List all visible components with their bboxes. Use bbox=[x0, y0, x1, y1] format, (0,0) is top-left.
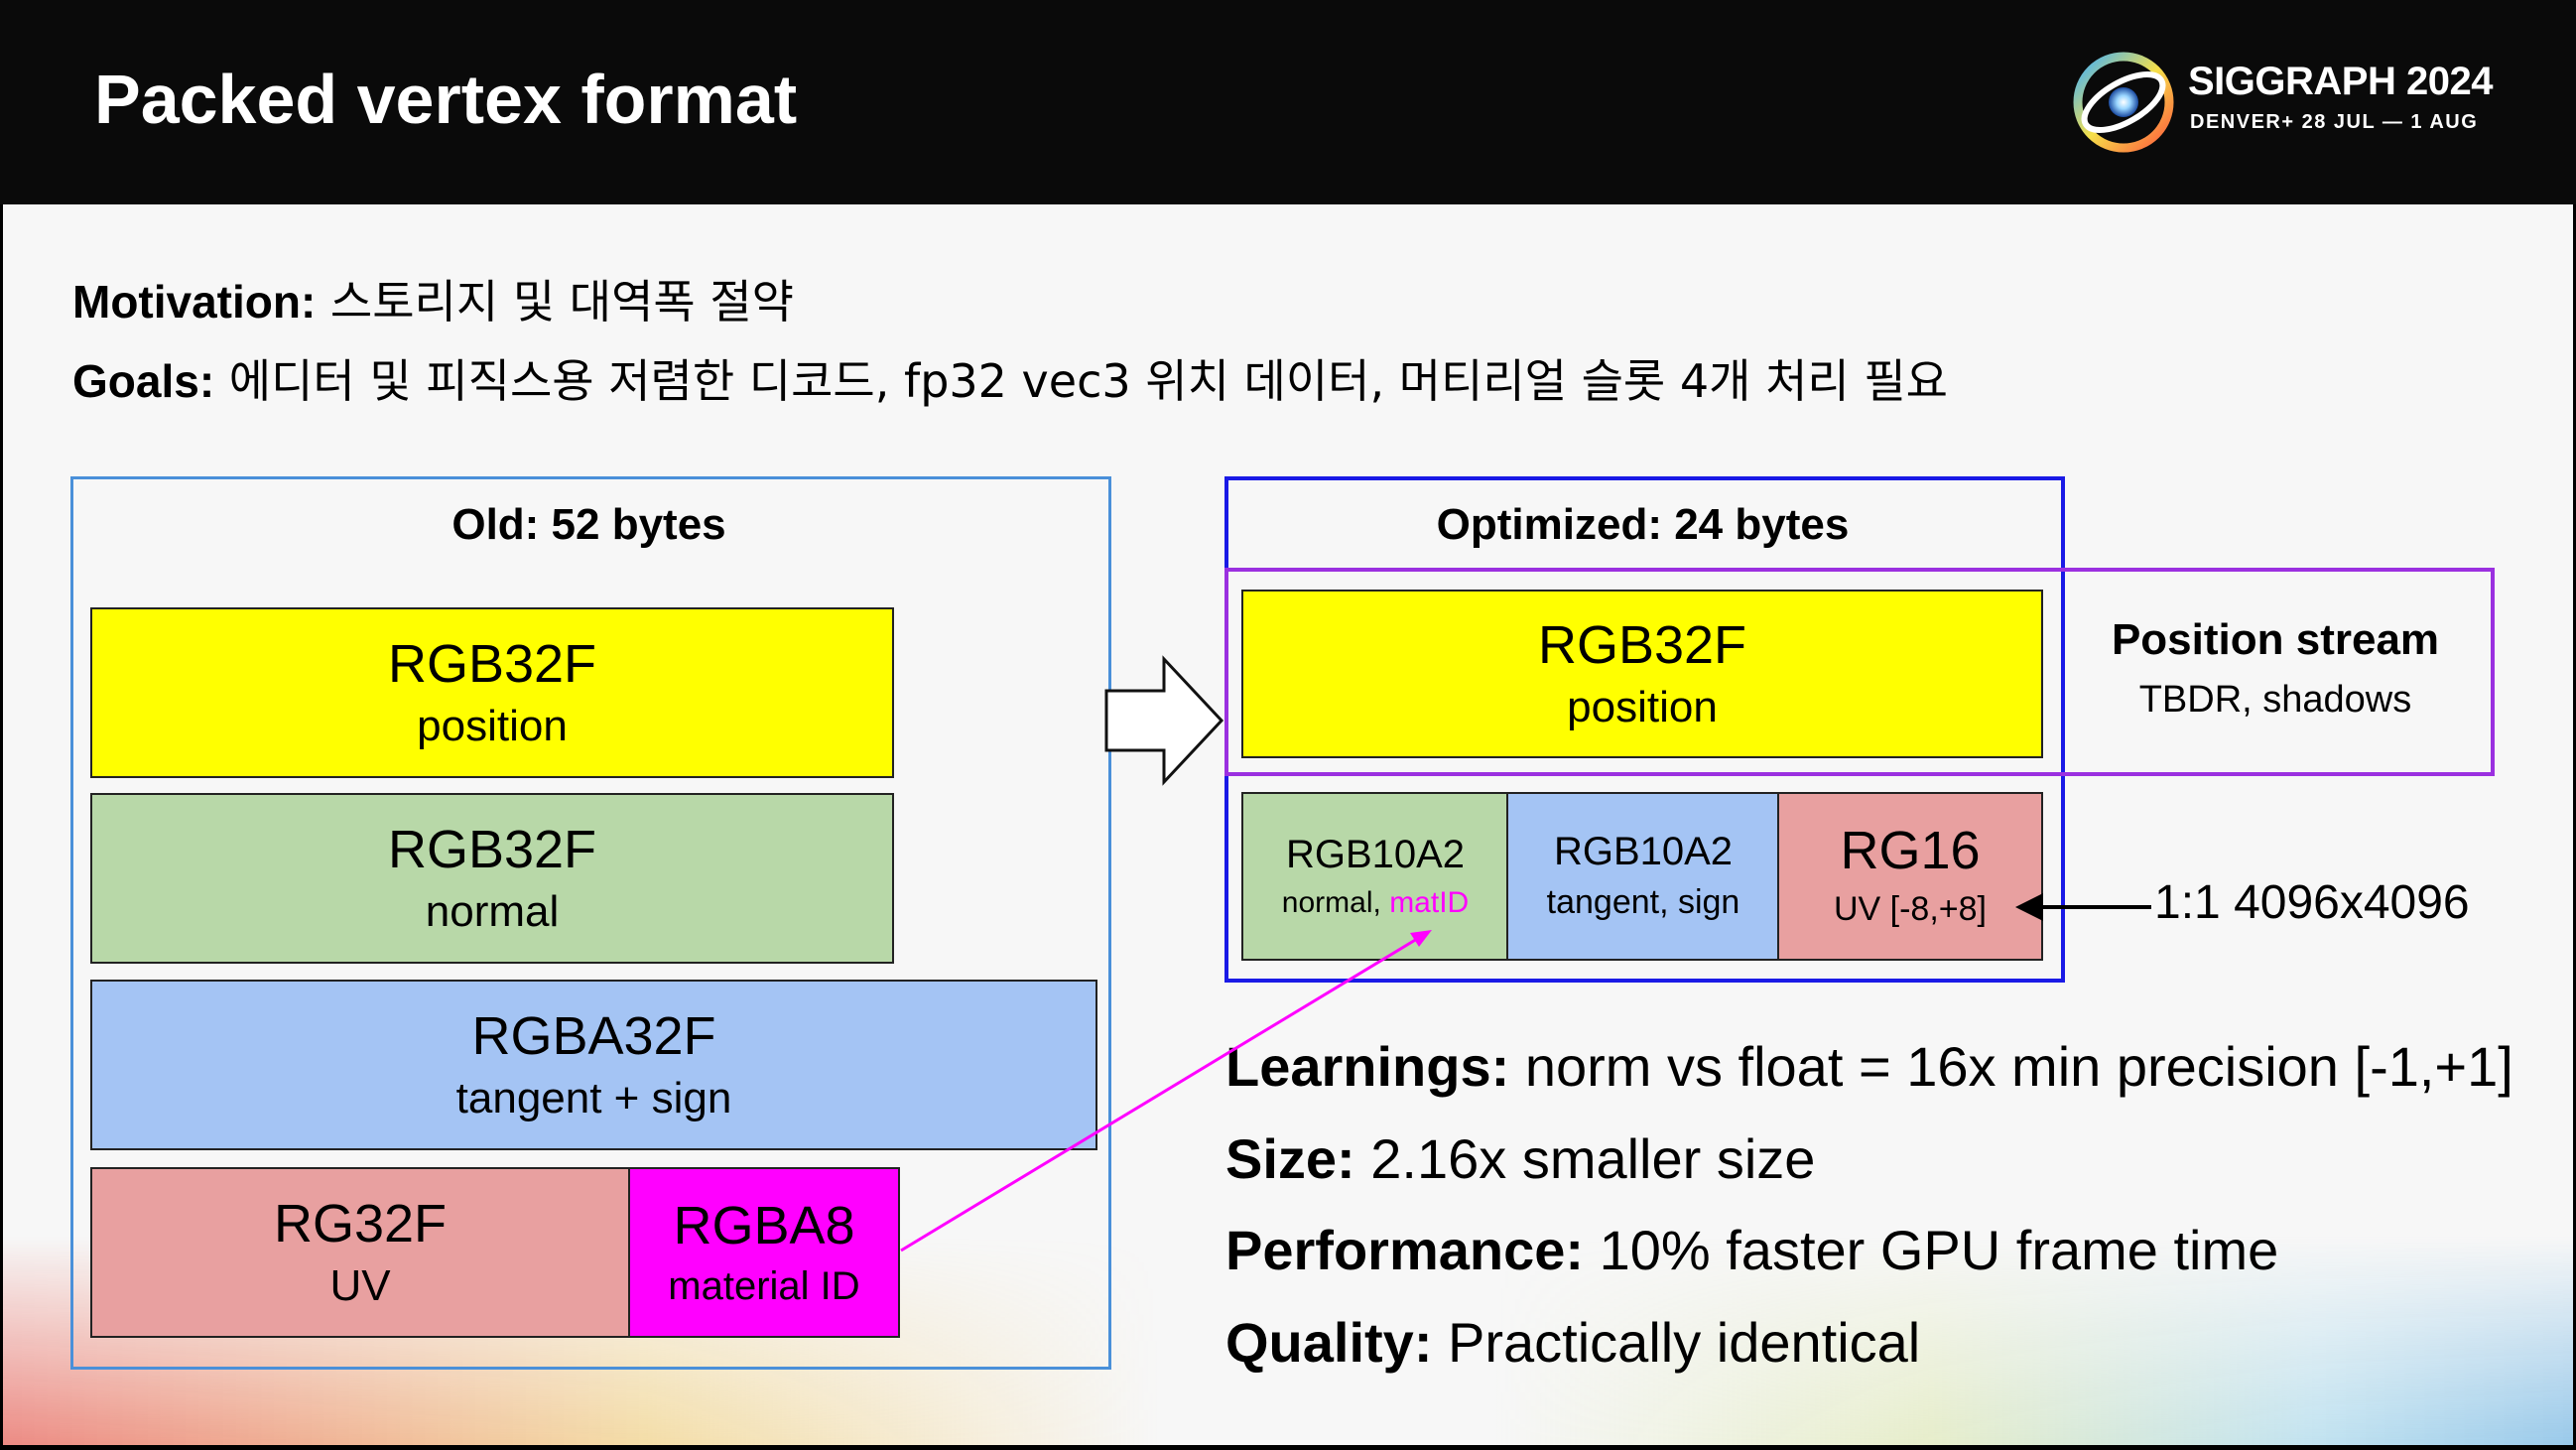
siggraph-logo: SIGGRAPH 2024 DENVER+ 28 JUL — 1 AUG bbox=[2069, 48, 2525, 157]
matid-link-arrowhead bbox=[1410, 930, 1432, 947]
opt-tangent-field: RGB10A2 tangent, sign bbox=[1506, 792, 1780, 961]
performance-note: Performance: 10% faster GPU frame time bbox=[1225, 1218, 2278, 1282]
conversion-arrow bbox=[1104, 655, 1224, 786]
learnings-text: norm vs float = 16x min precision [-1,+1… bbox=[1524, 1035, 2513, 1098]
opt-normal-sublabel: normal, matID bbox=[1282, 880, 1469, 925]
opt-uv-field: RG16 UV [-8,+8] bbox=[1777, 792, 2043, 961]
goals-label: Goals: bbox=[72, 355, 215, 407]
opt-position-label: position bbox=[1567, 683, 1718, 732]
siggraph-emblem-icon bbox=[2073, 52, 2174, 153]
goals-text: 에디터 및 피직스용 저렴한 디코드, fp32 vec3 위치 데이터, 머티… bbox=[228, 354, 1948, 408]
opt-position-field: RGB32F position bbox=[1241, 590, 2043, 758]
size-label: Size: bbox=[1225, 1127, 1355, 1190]
position-stream-title: Position stream bbox=[2111, 615, 2440, 664]
old-format-panel bbox=[70, 476, 1111, 1370]
uv-note-arrowhead bbox=[2015, 893, 2043, 921]
opt-normal-label: normal, bbox=[1281, 885, 1381, 919]
siggraph-logo-title: SIGGRAPH 2024 bbox=[2188, 60, 2493, 103]
old-tangent-field: RGBA32F tangent + sign bbox=[90, 980, 1097, 1150]
old-material-id-field: RGBA8 material ID bbox=[628, 1167, 900, 1338]
performance-text: 10% faster GPU frame time bbox=[1599, 1219, 2279, 1281]
matid-link-line bbox=[900, 937, 1418, 1252]
old-tangent-label: tangent + sign bbox=[455, 1074, 732, 1123]
old-position-label: position bbox=[417, 702, 568, 751]
old-uv-field: RG32F UV bbox=[90, 1167, 630, 1338]
old-format-title: Old: 52 bytes bbox=[451, 500, 726, 549]
old-material-id-label: material ID bbox=[668, 1263, 860, 1308]
old-position-field: RGB32F position bbox=[90, 607, 894, 778]
opt-tangent-format: RGB10A2 bbox=[1553, 829, 1734, 873]
slide-title: Packed vertex format bbox=[94, 61, 798, 138]
motivation-line: Motivation: 스토리지 및 대역폭 절약 bbox=[72, 266, 794, 331]
diagram-connectors bbox=[900, 655, 2151, 1252]
motivation-label: Motivation: bbox=[72, 276, 317, 328]
old-normal-label: normal bbox=[425, 887, 560, 937]
size-note: Size: 2.16x smaller size bbox=[1225, 1126, 1815, 1191]
learnings-note: Learnings: norm vs float = 16x min preci… bbox=[1225, 1034, 2513, 1099]
learnings-label: Learnings: bbox=[1225, 1035, 1510, 1098]
performance-label: Performance: bbox=[1225, 1219, 1585, 1281]
old-material-id-format: RGBA8 bbox=[673, 1196, 855, 1256]
opt-uv-label: UV [-8,+8] bbox=[1833, 890, 1987, 929]
old-uv-label: UV bbox=[329, 1261, 391, 1311]
uv-resolution-note: 1:1 4096x4096 bbox=[2154, 876, 2470, 929]
quality-label: Quality: bbox=[1225, 1311, 1433, 1374]
goals-line: Goals: 에디터 및 피직스용 저렴한 디코드, fp32 vec3 위치 … bbox=[72, 345, 1948, 411]
size-text: 2.16x smaller size bbox=[1370, 1127, 1816, 1190]
opt-tangent-label: tangent, sign bbox=[1546, 882, 1740, 921]
opt-normal-format: RGB10A2 bbox=[1285, 832, 1466, 876]
old-tangent-format: RGBA32F bbox=[471, 1005, 716, 1066]
old-normal-format: RGB32F bbox=[387, 819, 597, 879]
opt-matid-label: matID bbox=[1389, 885, 1470, 919]
motivation-text: 스토리지 및 대역폭 절약 bbox=[329, 275, 794, 329]
quality-text: Practically identical bbox=[1448, 1311, 1921, 1374]
old-normal-field: RGB32F normal bbox=[90, 793, 894, 964]
old-position-format: RGB32F bbox=[387, 633, 597, 694]
opt-position-format: RGB32F bbox=[1537, 614, 1747, 675]
old-uv-format: RG32F bbox=[273, 1193, 448, 1253]
opt-normal-field: RGB10A2 normal, matID bbox=[1241, 792, 1509, 961]
slide-header: Packed vertex format SIGGRAPH 2024 DENVE… bbox=[0, 0, 2576, 204]
optimized-format-title: Optimized: 24 bytes bbox=[1436, 500, 1850, 549]
opt-uv-format: RG16 bbox=[1840, 820, 1981, 880]
quality-note: Quality: Practically identical bbox=[1225, 1310, 1920, 1375]
slide-body: Motivation: 스토리지 및 대역폭 절약 Goals: 에디터 및 피… bbox=[3, 204, 2573, 1445]
siggraph-logo-tagline: DENVER+ 28 JUL — 1 AUG bbox=[2190, 111, 2479, 133]
position-stream-panel bbox=[1224, 568, 2495, 776]
position-stream-subtitle: TBDR, shadows bbox=[2138, 679, 2412, 721]
